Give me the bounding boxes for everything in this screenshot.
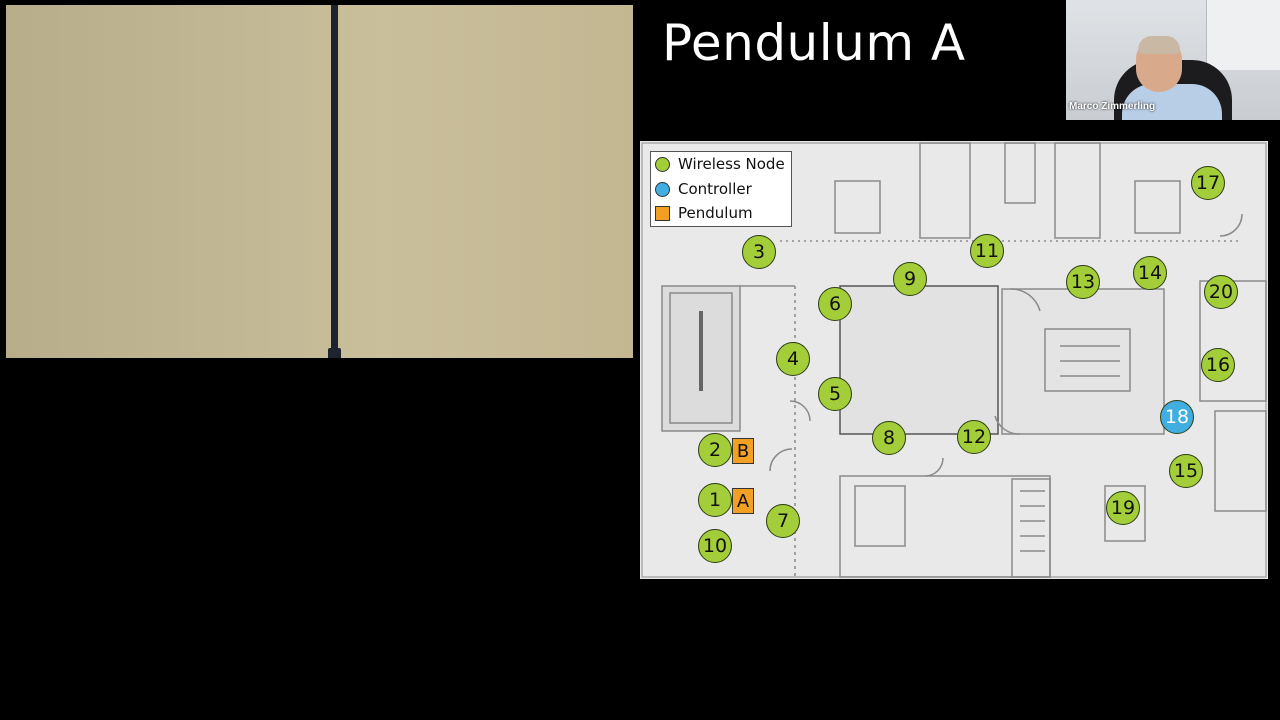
- wireless-node-7: 7: [766, 504, 800, 538]
- wireless-node-swatch: [655, 156, 670, 172]
- wireless-node-3: 3: [742, 235, 776, 269]
- legend-item-pendulum: Pendulum: [655, 202, 753, 224]
- wireless-node-8: 8: [872, 421, 906, 455]
- wireless-node-6: 6: [818, 287, 852, 321]
- wireless-node-4: 4: [776, 342, 810, 376]
- wireless-node-9: 9: [893, 262, 927, 296]
- legend: Wireless Node Controller Pendulum: [650, 151, 792, 227]
- wireless-node-13: 13: [1066, 265, 1100, 299]
- legend-item-controller: Controller: [655, 178, 752, 200]
- pendulum-rod: [331, 5, 338, 358]
- wireless-node-1: 1: [698, 483, 732, 517]
- wireless-node-2: 2: [698, 433, 732, 467]
- wireless-node-19: 19: [1106, 491, 1140, 525]
- pendulum-pivot: [328, 348, 341, 358]
- wireless-node-14: 14: [1133, 256, 1167, 290]
- legend-label: Pendulum: [678, 204, 753, 222]
- controller-node-18: 18: [1160, 400, 1194, 434]
- pendulum-swatch: [655, 205, 670, 221]
- legend-item-wireless-node: Wireless Node: [655, 153, 785, 175]
- wireless-node-15: 15: [1169, 454, 1203, 488]
- pendulum-b: B: [732, 438, 754, 464]
- webcam-background: [1206, 0, 1280, 70]
- slide-title: Pendulum A: [662, 14, 966, 72]
- webcam-thumbnail[interactable]: Marco Zimmerling: [1066, 0, 1280, 120]
- webcam-person-hair: [1138, 36, 1180, 54]
- pendulum-video: [6, 5, 633, 358]
- wireless-node-12: 12: [957, 420, 991, 454]
- wireless-node-5: 5: [818, 377, 852, 411]
- legend-label: Controller: [678, 180, 752, 198]
- legend-label: Wireless Node: [678, 155, 785, 173]
- wireless-node-20: 20: [1204, 275, 1238, 309]
- wireless-node-16: 16: [1201, 348, 1235, 382]
- floor-plan: 3 9 11 13 14 17 20 6 4 5 16 18 8 12 2 15…: [640, 141, 1268, 579]
- wireless-node-10: 10: [698, 529, 732, 563]
- wireless-node-17: 17: [1191, 166, 1225, 200]
- participant-name: Marco Zimmerling: [1069, 101, 1156, 112]
- pendulum-a: A: [732, 488, 754, 514]
- floor-plan-drawing: [641, 142, 1267, 578]
- controller-swatch: [655, 181, 670, 197]
- wireless-node-11: 11: [970, 234, 1004, 268]
- webcam-person-body: [1122, 84, 1222, 120]
